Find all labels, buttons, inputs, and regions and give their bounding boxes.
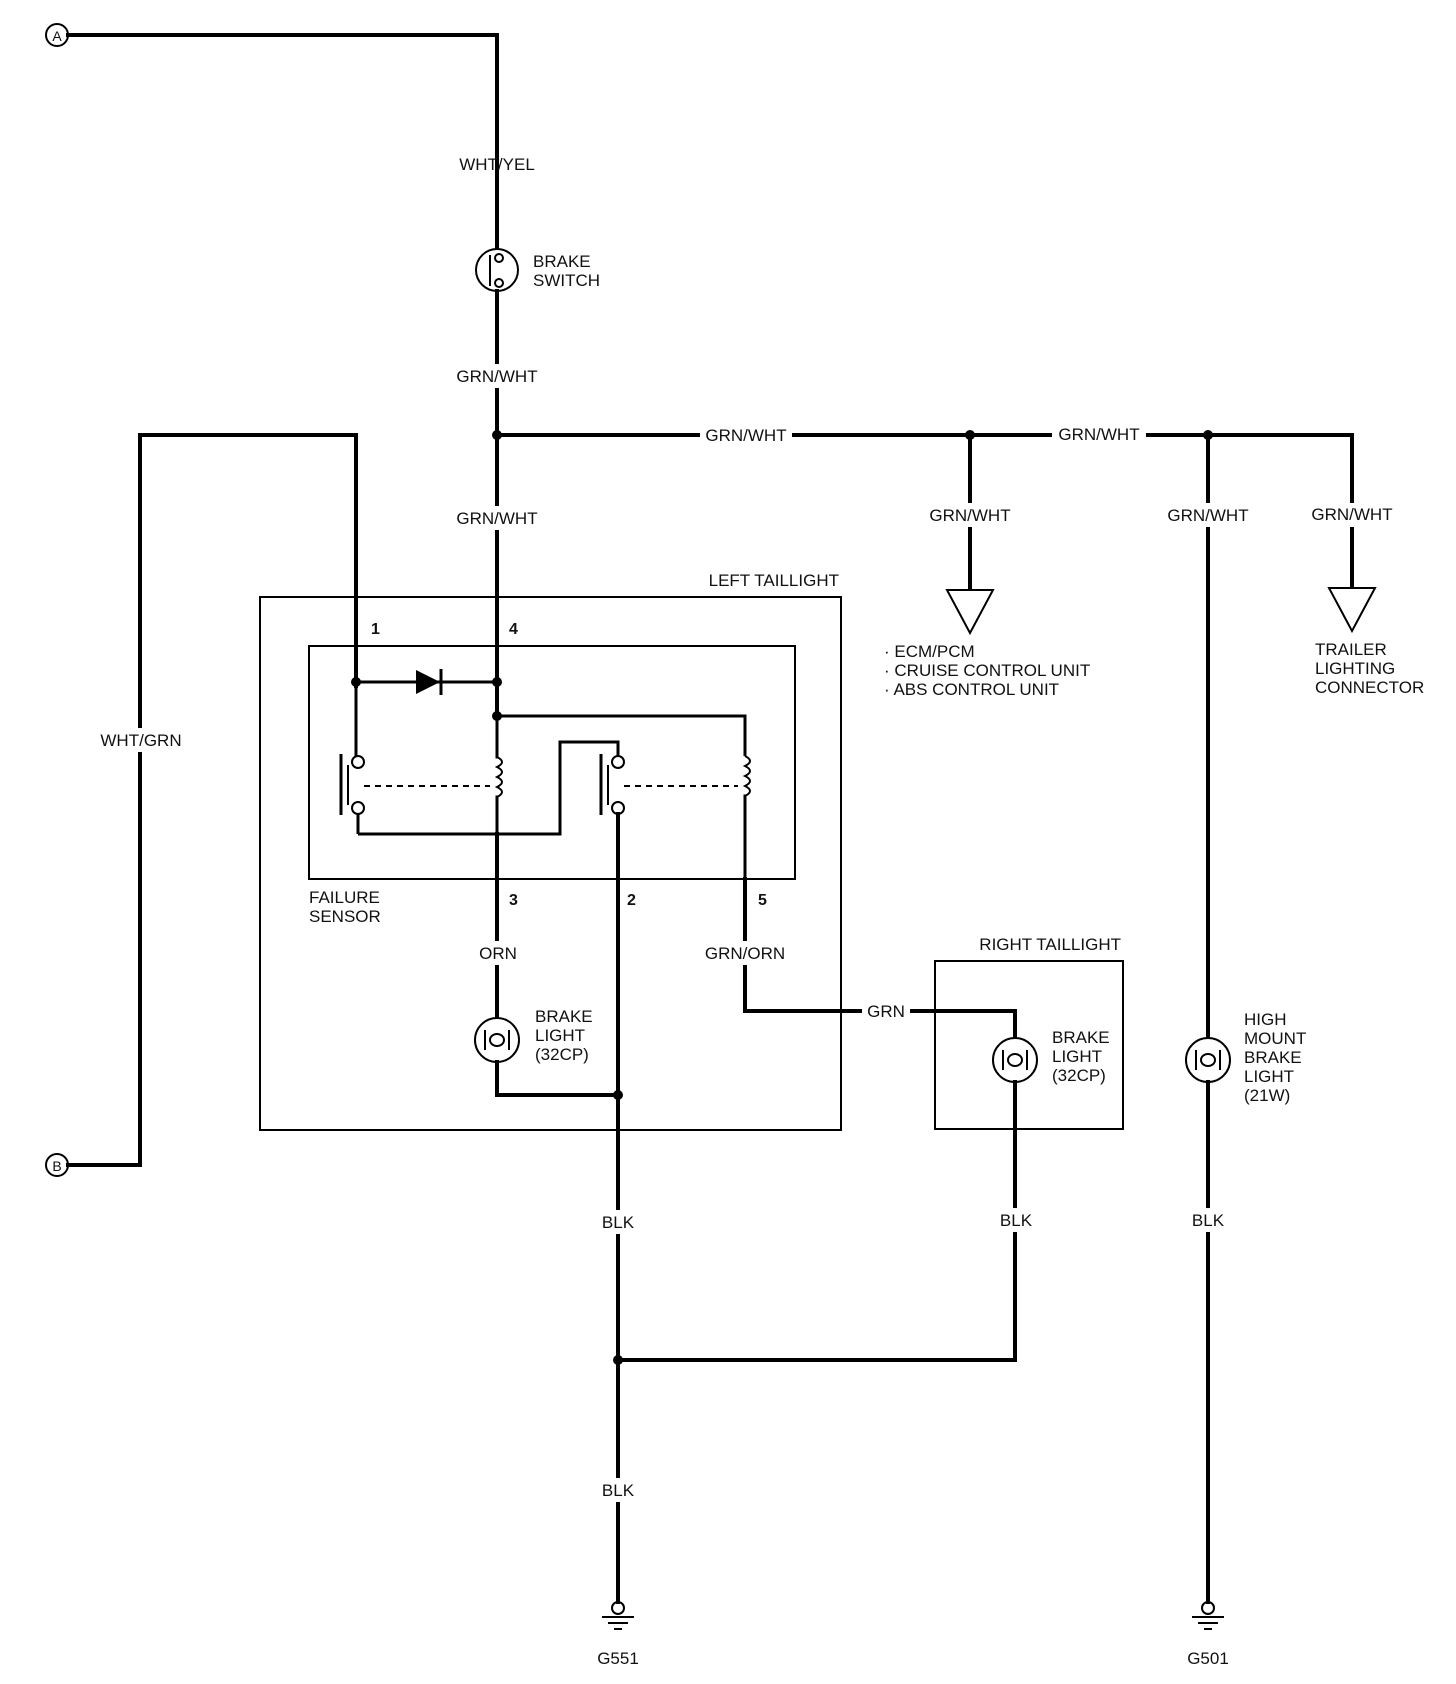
left-relay-coil bbox=[494, 714, 503, 836]
wire-label-orn: ORN bbox=[479, 944, 517, 963]
right-taillight-box bbox=[934, 960, 1124, 1130]
wire-blk-right bbox=[616, 1080, 1017, 1362]
sensor-internal-loop bbox=[358, 740, 620, 836]
connector-b: B bbox=[45, 1153, 69, 1177]
wire-label-grn-wht-branch1: GRN/WHT bbox=[705, 426, 786, 445]
wire-label-wht-yel: WHT/YEL bbox=[459, 155, 535, 174]
wire-label-grn-wht-ecm: GRN/WHT bbox=[929, 506, 1010, 525]
right-taillight-label: RIGHT TAILLIGHT bbox=[979, 935, 1121, 954]
trailer-arrow-icon bbox=[1327, 587, 1377, 634]
brake-switch-label: BRAKE SWITCH bbox=[533, 252, 600, 290]
wire-label-grn-orn: GRN/ORN bbox=[705, 944, 785, 963]
ground-g551-label: G551 bbox=[597, 1649, 639, 1668]
high-mount-brake-light-label: HIGH MOUNT BRAKE LIGHT (21W) bbox=[1244, 1010, 1311, 1105]
failure-sensor-label: FAILURE SENSOR bbox=[309, 888, 385, 926]
wire-label-grn-wht-branch2: GRN/WHT bbox=[1058, 425, 1139, 444]
ground-g501-icon bbox=[1192, 1601, 1224, 1630]
ground-g551-icon bbox=[602, 1601, 634, 1630]
trailer-connector-label: TRAILER LIGHTING CONNECTOR bbox=[1315, 640, 1424, 697]
wire-label-grn-wht-highmount: GRN/WHT bbox=[1167, 506, 1248, 525]
ecm-units-list: · ECM/PCM · CRUISE CONTROL UNIT · ABS CO… bbox=[884, 642, 1095, 699]
wire-label-wht-grn: WHT/GRN bbox=[100, 731, 181, 750]
connector-b-label: B bbox=[52, 1158, 61, 1174]
wire-left-light-return bbox=[495, 1060, 620, 1097]
left-brake-light bbox=[474, 1017, 520, 1063]
wire-label-grn: GRN bbox=[867, 1002, 905, 1021]
sensor-internal-top bbox=[497, 714, 747, 756]
wire-wht-grn bbox=[66, 433, 358, 1167]
wire-label-blk-highmount: BLK bbox=[1192, 1211, 1225, 1230]
left-relay-contact bbox=[339, 682, 365, 834]
ground-g501-label: G501 bbox=[1187, 1649, 1229, 1668]
wire-label-grn-wht-lower: GRN/WHT bbox=[456, 509, 537, 528]
pin-4: 4 bbox=[509, 621, 518, 638]
right-relay-coil bbox=[742, 755, 751, 881]
pin-5: 5 bbox=[758, 892, 767, 909]
wire-label-blk-ground: BLK bbox=[602, 1481, 635, 1500]
left-taillight-label: LEFT TAILLIGHT bbox=[709, 571, 839, 590]
brake-switch bbox=[475, 248, 519, 292]
left-brake-light-label: BRAKE LIGHT (32CP) bbox=[535, 1007, 597, 1064]
wire-grn-wht-branch bbox=[495, 433, 1354, 472]
diode-icon bbox=[416, 669, 443, 695]
connector-a-label: A bbox=[52, 28, 62, 44]
wire-label-grn-wht-trailer: GRN/WHT bbox=[1311, 505, 1392, 524]
left-taillight-box bbox=[259, 596, 842, 1131]
pin-1: 1 bbox=[371, 621, 380, 638]
failure-sensor-box bbox=[308, 645, 796, 880]
connector-a: A bbox=[45, 23, 69, 47]
wire-label-blk-left: BLK bbox=[602, 1213, 635, 1232]
splice-main bbox=[492, 430, 502, 440]
right-relay-contact bbox=[599, 754, 625, 815]
right-brake-light bbox=[992, 1037, 1038, 1083]
splice-left-blk bbox=[613, 1090, 623, 1100]
pin-2: 2 bbox=[627, 892, 636, 909]
wire-a-to-brake-switch bbox=[66, 33, 499, 252]
wire-label-grn-wht-main: GRN/WHT bbox=[456, 367, 537, 386]
pin-3: 3 bbox=[509, 892, 518, 909]
right-brake-light-label: BRAKE LIGHT (32CP) bbox=[1052, 1028, 1114, 1085]
wire-label-blk-right: BLK bbox=[1000, 1211, 1033, 1230]
ecm-arrow-icon bbox=[945, 589, 995, 636]
high-mount-brake-light bbox=[1185, 1037, 1231, 1083]
